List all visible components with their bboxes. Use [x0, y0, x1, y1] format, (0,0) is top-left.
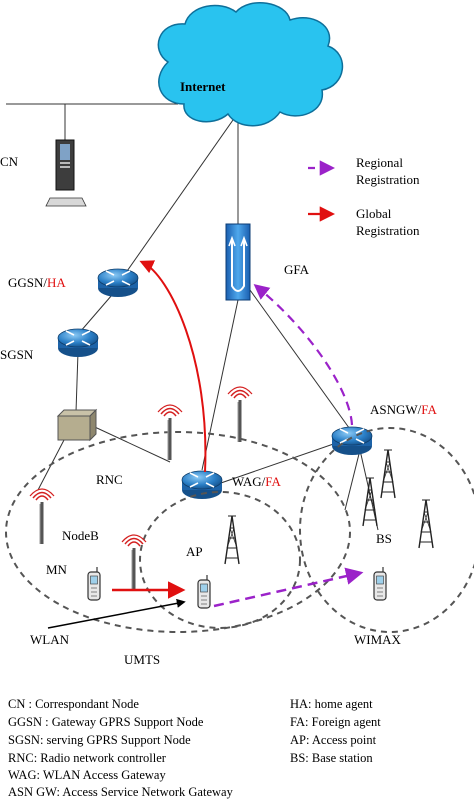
legend-item: FA: Foreign agent — [290, 715, 381, 729]
rnc-box-icon — [56, 408, 98, 442]
coverage-areas — [5, 427, 474, 633]
nodeb-label: NodeB — [62, 528, 99, 543]
link-sgsn-rnc — [75, 351, 79, 413]
wlan-pointer-arrow — [47, 598, 186, 629]
cn-computer-icon — [45, 139, 87, 207]
wag-label: WAG/FA — [232, 474, 281, 489]
umts-area — [5, 431, 351, 633]
mn-label: MN — [46, 562, 67, 577]
rnc-label: RNC — [96, 472, 123, 487]
wag-router-icon — [181, 470, 223, 500]
link-gfa-wag — [201, 299, 239, 471]
wlan-area — [139, 491, 301, 629]
bs-tower-icon — [380, 449, 396, 499]
ggsn-router-icon — [97, 268, 139, 298]
gfa-node-icon — [225, 223, 251, 301]
internet-cloud — [157, 2, 344, 127]
mn-phone-icon — [373, 566, 387, 601]
legend-item: ASN GW: Access Service Network Gateway — [8, 785, 233, 799]
sgsn-router-icon — [57, 328, 99, 358]
legend-item: WAG: WLAN Access Gateway — [8, 768, 166, 782]
legend-item: HA: home agent — [290, 697, 373, 711]
link-internet-ggsn — [124, 109, 241, 275]
key-regional-label-2: Registration — [356, 172, 420, 187]
link-asngw-wag — [217, 439, 346, 485]
links — [6, 103, 379, 531]
gfa-label: GFA — [284, 262, 310, 277]
legend-item: CN : Correspondant Node — [8, 697, 139, 711]
sgsn-label: SGSN — [0, 347, 34, 362]
bs-tower-icon — [418, 499, 434, 549]
umts-label: UMTS — [124, 652, 161, 667]
wimax-area — [299, 427, 474, 633]
nodeb-antenna-icon — [28, 487, 56, 546]
umts-antenna-icon — [226, 385, 254, 444]
bs-tower-icon — [362, 477, 378, 527]
handover-wlan-wimax-arrow — [213, 567, 364, 608]
key-global-label-1: Global — [356, 206, 392, 221]
legend-item: SGSN: serving GPRS Support Node — [8, 733, 191, 747]
global-registration-arrow — [139, 260, 207, 473]
cn-label: CN — [0, 154, 19, 169]
nodeb-antenna-icon — [120, 533, 148, 592]
internet-label: Internet — [180, 79, 226, 94]
link-gfa-asngw — [249, 289, 353, 433]
mn-phone-icon — [197, 574, 211, 609]
ggsn-label: GGSN/HA — [8, 275, 66, 290]
legend-item: AP: Access point — [290, 733, 377, 747]
asngw-router-icon — [331, 426, 373, 456]
ap-label: AP — [186, 544, 203, 559]
bs-label: BS — [376, 531, 392, 546]
link-asngw-tower — [344, 449, 361, 511]
mn-phone-icon — [87, 566, 101, 601]
wimax-label: WIMAX — [354, 632, 401, 647]
asngw-label: ASNGW/FA — [370, 402, 437, 417]
legend-item: BS: Base station — [290, 751, 373, 765]
legend-item: GGSN : Gateway GPRS Support Node — [8, 715, 204, 729]
wlan-label: WLAN — [30, 632, 69, 647]
link-rnc-nodeb — [83, 421, 171, 463]
ap-tower-icon — [224, 515, 240, 565]
regional-registration-arrow — [253, 284, 354, 426]
key-global-label-2: Registration — [356, 223, 420, 238]
legend-item: RNC: Radio network controller — [8, 751, 166, 765]
key-regional-label-1: Regional — [356, 155, 403, 170]
